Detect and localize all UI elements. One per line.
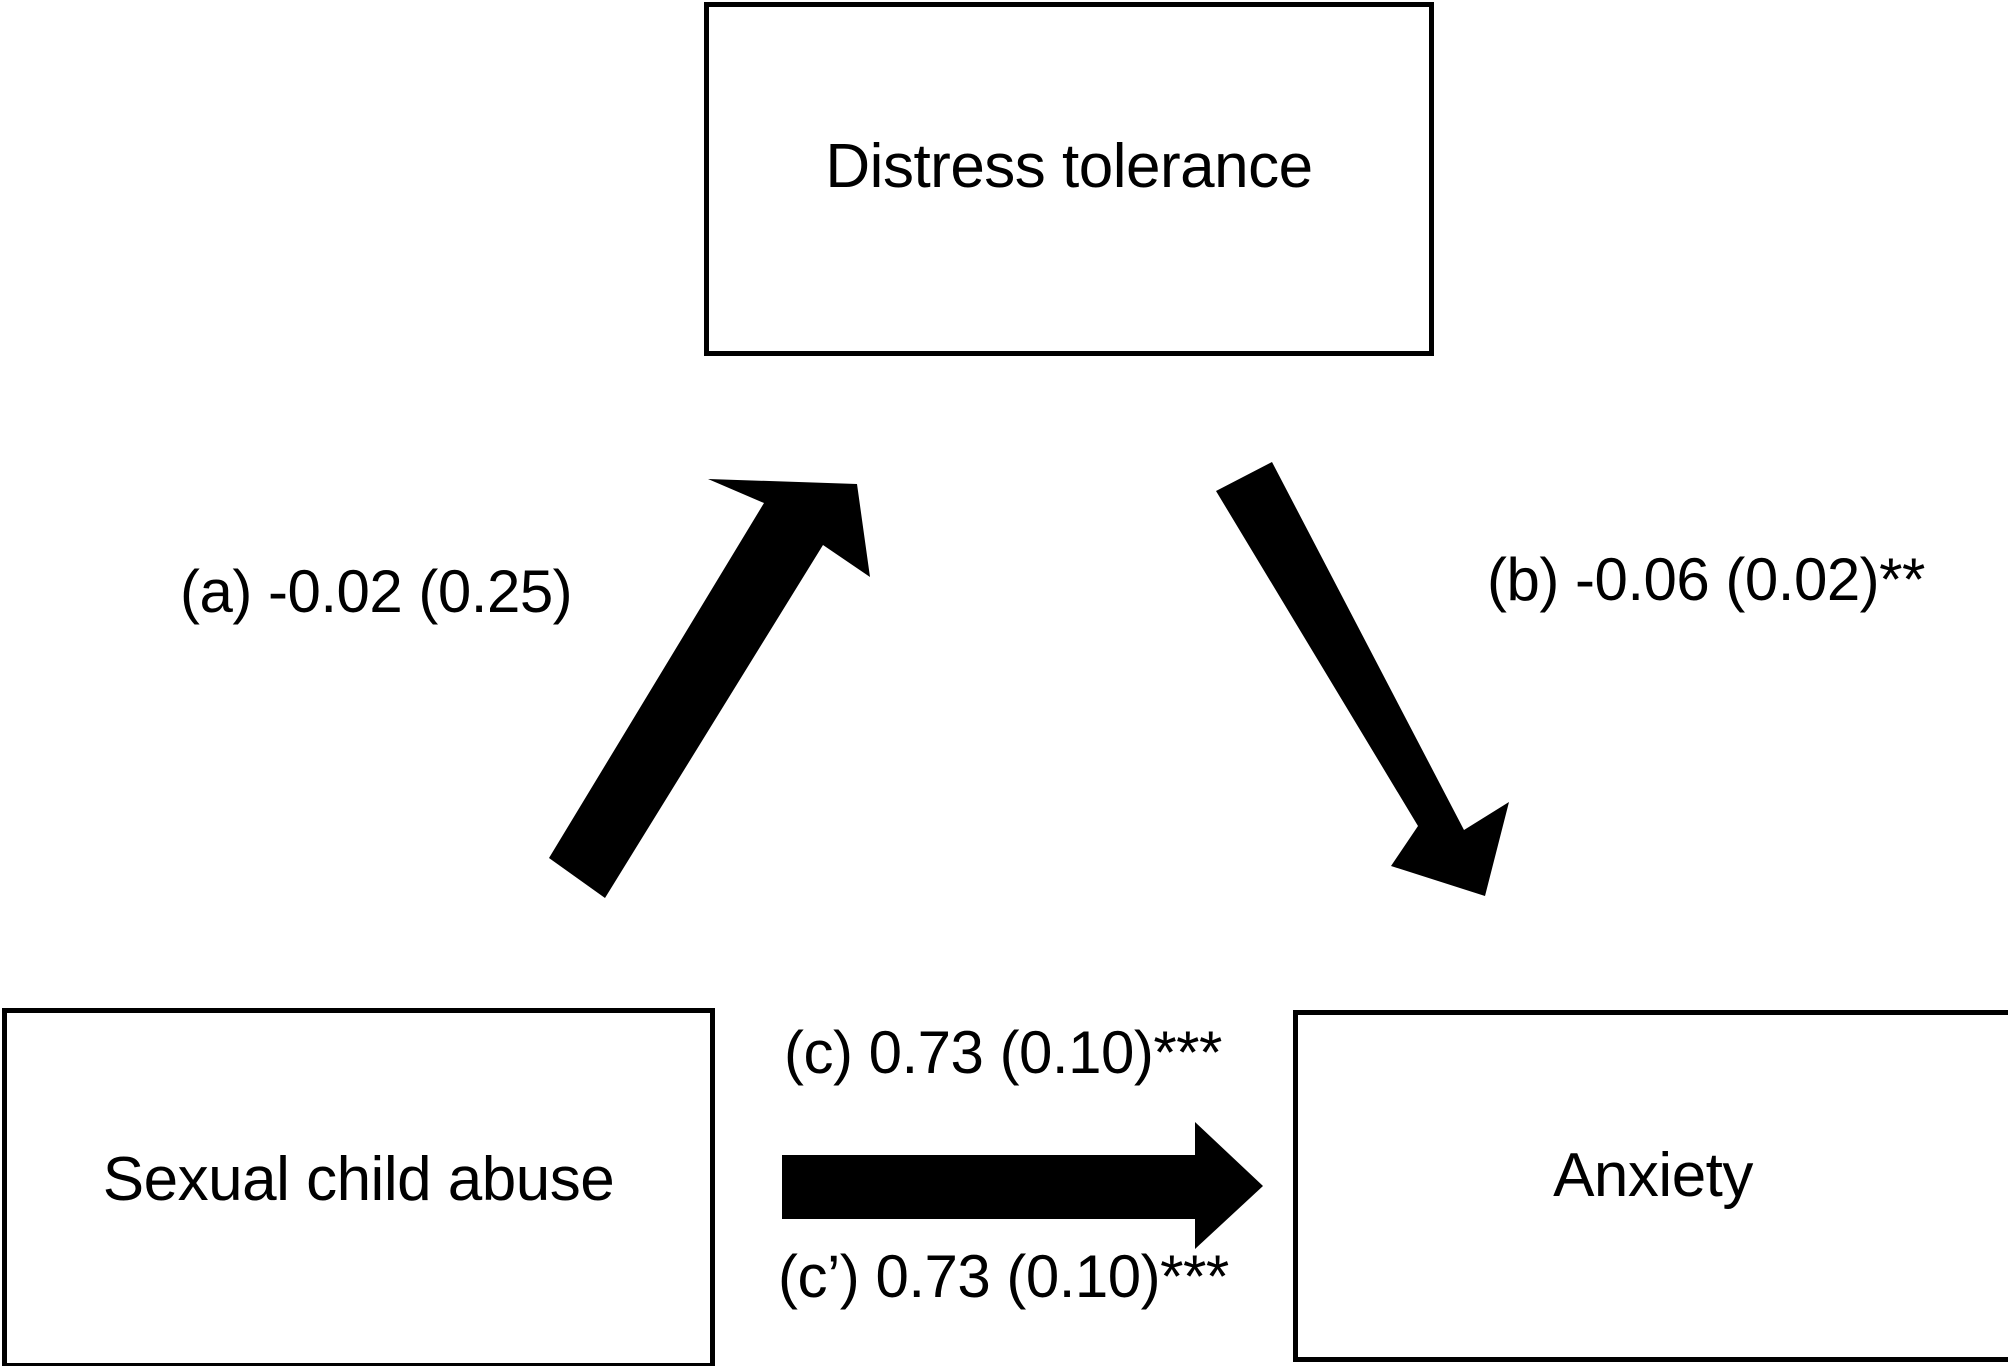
node-label-predictor: Sexual child abuse (102, 1144, 615, 1214)
path-label-c-prime: (c’) 0.73 (0.10)*** (778, 1243, 1229, 1310)
node-box-mediator[interactable]: Distress tolerance (704, 2, 1434, 356)
path-label-b: (b) -0.06 (0.02)** (1487, 546, 1925, 613)
node-box-predictor[interactable]: Sexual child abuse (2, 1008, 715, 1366)
path-label-a: (a) -0.02 (0.25) (180, 558, 573, 625)
node-box-outcome[interactable]: Anxiety (1293, 1010, 2008, 1362)
node-label-outcome: Anxiety (1553, 1140, 1753, 1210)
arrow-path-b (1216, 462, 1509, 896)
arrow-path-a (549, 479, 870, 898)
node-label-mediator: Distress tolerance (825, 131, 1313, 201)
arrow-path-c (782, 1122, 1263, 1249)
path-label-c: (c) 0.73 (0.10)*** (784, 1019, 1222, 1086)
